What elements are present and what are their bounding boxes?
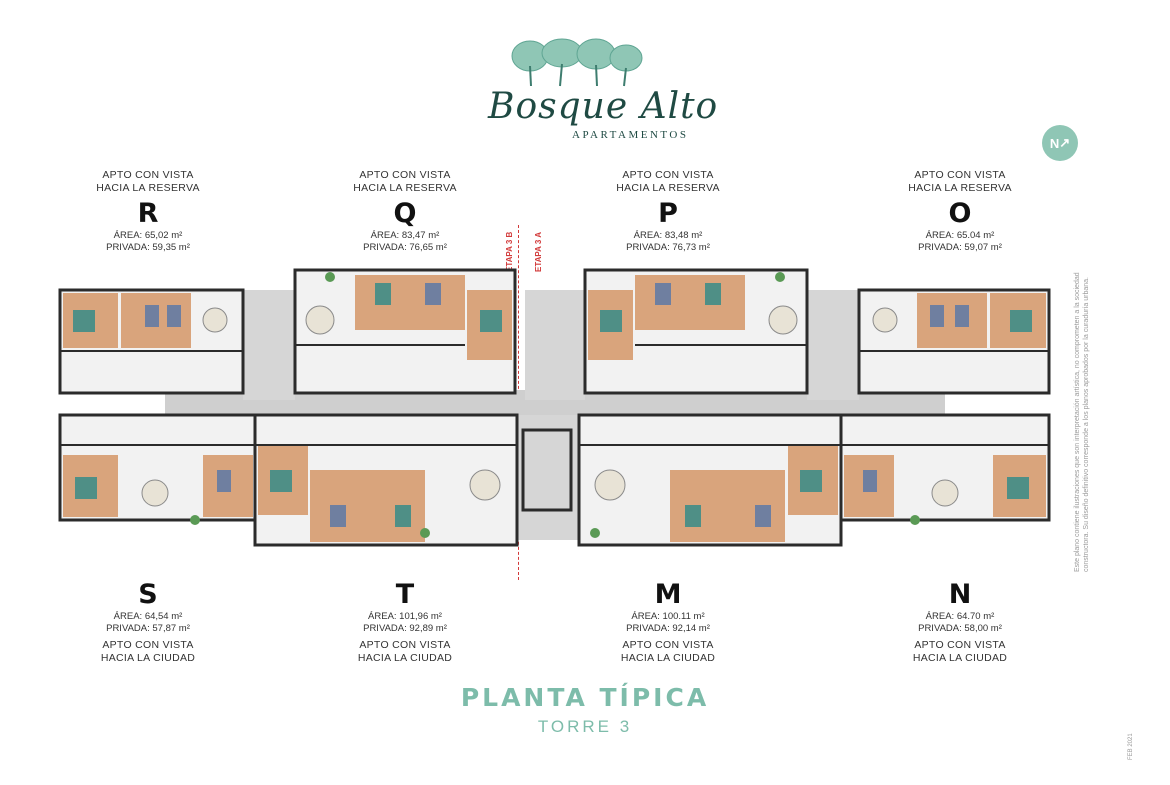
unit-label-m: M ÁREA: 100.11 m² PRIVADA: 92,14 m² APTO… (578, 576, 758, 665)
unit-letter: T (395, 579, 415, 610)
unit-letter: O (948, 198, 972, 229)
unit-label-q: APTO CON VISTA HACIA LA RESERVA Q ÁREA: … (315, 169, 495, 254)
elevator-shaft (521, 428, 573, 512)
unit-private-area: PRIVADA: 59,07 m² (918, 242, 1002, 253)
brand-name: Bosque Alto (488, 86, 719, 127)
unit-letter: S (138, 579, 158, 610)
unit-area: ÁREA: 101,96 m² (368, 611, 442, 622)
apartment-o (857, 288, 1051, 395)
disclaimer-text: Este plano contiene ilustraciones que so… (1074, 272, 1090, 572)
unit-view: APTO CON VISTA (359, 169, 451, 181)
unit-private-area: PRIVADA: 57,87 m² (106, 623, 190, 634)
apartment-n (839, 413, 1051, 522)
page-title: PLANTA TÍPICA (460, 683, 710, 712)
unit-view: APTO CON VISTA (622, 639, 714, 651)
unit-view-detail: HACIA LA RESERVA (616, 182, 720, 194)
reference-date: FEB 2021 (1128, 733, 1134, 760)
brand-logo: Bosque Alto APARTAMENTOS (480, 38, 717, 146)
unit-private-area: PRIVADA: 92,14 m² (626, 623, 710, 634)
north-label: N (1049, 135, 1060, 151)
brand-subtitle: APARTAMENTOS (572, 129, 689, 141)
unit-view-detail: HACIA LA RESERVA (96, 182, 200, 194)
unit-private-area: PRIVADA: 92,89 m² (363, 623, 447, 634)
unit-area: ÁREA: 64.70 m² (925, 611, 995, 622)
stair-core-right (807, 290, 859, 400)
unit-area: ÁREA: 64,54 m² (113, 611, 183, 622)
unit-view: APTO CON VISTA (914, 169, 1006, 181)
elevator-core (517, 415, 579, 540)
unit-label-n: N ÁREA: 64.70 m² PRIVADA: 58,00 m² APTO … (870, 576, 1050, 665)
unit-view-detail: HACIA LA CIUDAD (357, 652, 453, 664)
unit-area: ÁREA: 65.04 m² (925, 230, 995, 241)
plant-icons (190, 272, 920, 538)
unit-private-area: PRIVADA: 59,35 m² (106, 242, 190, 253)
unit-label-r: APTO CON VISTA HACIA LA RESERVA R ÁREA: … (58, 169, 238, 254)
unit-label-t: T ÁREA: 101,96 m² PRIVADA: 92,89 m² APTO… (315, 576, 495, 665)
unit-area: ÁREA: 83,47 m² (370, 230, 440, 241)
apartment-m (577, 413, 843, 547)
unit-label-o: APTO CON VISTA HACIA LA RESERVA O ÁREA: … (870, 169, 1050, 254)
unit-private-area: PRIVADA: 76,73 m² (626, 242, 710, 253)
unit-area: ÁREA: 83,48 m² (633, 230, 703, 241)
unit-letter: M (654, 579, 682, 610)
unit-view-detail: HACIA LA CIUDAD (620, 652, 716, 664)
unit-view-detail: HACIA LA CIUDAD (912, 652, 1008, 664)
unit-area: ÁREA: 100.11 m² (631, 611, 705, 622)
unit-letter: P (658, 198, 678, 229)
floor-plan (58, 268, 1051, 547)
apartment-t (253, 413, 519, 547)
unit-view: APTO CON VISTA (102, 639, 194, 651)
unit-label-s: S ÁREA: 64,54 m² PRIVADA: 57,87 m² APTO … (58, 576, 238, 665)
apartment-q (293, 268, 517, 395)
unit-view-detail: HACIA LA CIUDAD (100, 652, 196, 664)
stair-core-center (525, 290, 585, 400)
unit-view-detail: HACIA LA RESERVA (353, 182, 457, 194)
unit-area: ÁREA: 65,02 m² (113, 230, 183, 241)
unit-private-area: PRIVADA: 58,00 m² (918, 623, 1002, 634)
unit-letter: N (948, 579, 972, 610)
unit-view-detail: HACIA LA RESERVA (908, 182, 1012, 194)
unit-view: APTO CON VISTA (622, 169, 714, 181)
unit-label-p: APTO CON VISTA HACIA LA RESERVA P ÁREA: … (578, 169, 758, 254)
trees-icon (511, 38, 643, 87)
apartment-p (583, 268, 809, 395)
unit-letter: R (137, 198, 159, 229)
unit-view: APTO CON VISTA (914, 639, 1006, 651)
page-subtitle: TORRE 3 (537, 717, 633, 736)
north-compass-icon: N↗ (1042, 125, 1078, 161)
unit-view: APTO CON VISTA (359, 639, 451, 651)
unit-letter: Q (393, 198, 417, 229)
apartment-s (58, 413, 257, 522)
stair-core-left (243, 290, 295, 400)
apartment-r (58, 288, 245, 395)
unit-private-area: PRIVADA: 76,65 m² (363, 242, 447, 253)
unit-view: APTO CON VISTA (102, 169, 194, 181)
